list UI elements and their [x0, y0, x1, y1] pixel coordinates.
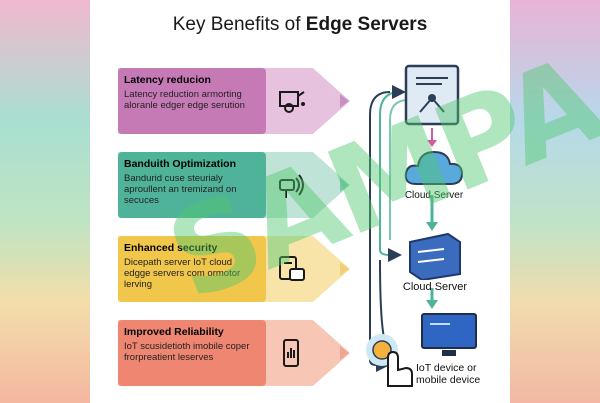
- benefit-box-0: Latency reducion Latency reduction armor…: [118, 68, 266, 134]
- network-icon: [276, 86, 306, 116]
- left-gradient-panel: [0, 0, 90, 403]
- benefit-heading: Latency reducion: [124, 74, 211, 86]
- signal-hand-icon: [276, 170, 306, 200]
- benefit-box-2: Enhanced security Dicepath server IoT cl…: [118, 236, 266, 302]
- title-bold: Edge Servers: [305, 14, 428, 35]
- right-gradient-panel: [510, 0, 600, 403]
- page-title: Key Benefits of Edge Servers: [90, 14, 510, 36]
- benefit-heading: Enhanced security: [124, 242, 218, 254]
- benefit-heading: Improved Reliability: [124, 326, 224, 338]
- benefit-chevron-3: [340, 346, 349, 360]
- cloud-server-label-1: Cloud Server: [404, 190, 464, 201]
- phone-icon: [276, 338, 306, 368]
- benefit-chevron-1: [340, 178, 349, 192]
- benefit-description: Dicepath server IoT cloud edgge servers …: [124, 257, 241, 290]
- infographic-card: Key Benefits of Edge Servers Latency red…: [90, 0, 600, 403]
- benefit-box-1: Banduith Optimization Bandurid cuse steu…: [118, 152, 266, 218]
- benefit-heading: Banduith Optimization: [124, 158, 236, 170]
- secure-document-icon: [276, 254, 306, 284]
- monitor-icon: [421, 313, 477, 356]
- device-label: IoT device or mobile device: [416, 362, 481, 386]
- benefit-box-3: Improved Reliability IoT scusidetioth im…: [118, 320, 266, 386]
- benefit-description: Latency reduction armorting aloranle edg…: [124, 89, 245, 111]
- benefit-chevron-0: [340, 94, 349, 108]
- edge-server-board-icon: [404, 64, 460, 126]
- benefit-description: Bandurid cuse steurialy aproullent an tr…: [124, 173, 237, 206]
- server-box-icon: [409, 232, 461, 280]
- touch-hand-icon: [366, 334, 413, 387]
- benefit-description: IoT scusidetioth imobile coper frorpreat…: [124, 341, 250, 363]
- cloud-server-label-2: Cloud Server: [402, 281, 468, 293]
- title-prefix: Key Benefits of: [172, 14, 306, 35]
- benefit-chevron-2: [340, 262, 349, 276]
- cloud-icon: [404, 150, 464, 185]
